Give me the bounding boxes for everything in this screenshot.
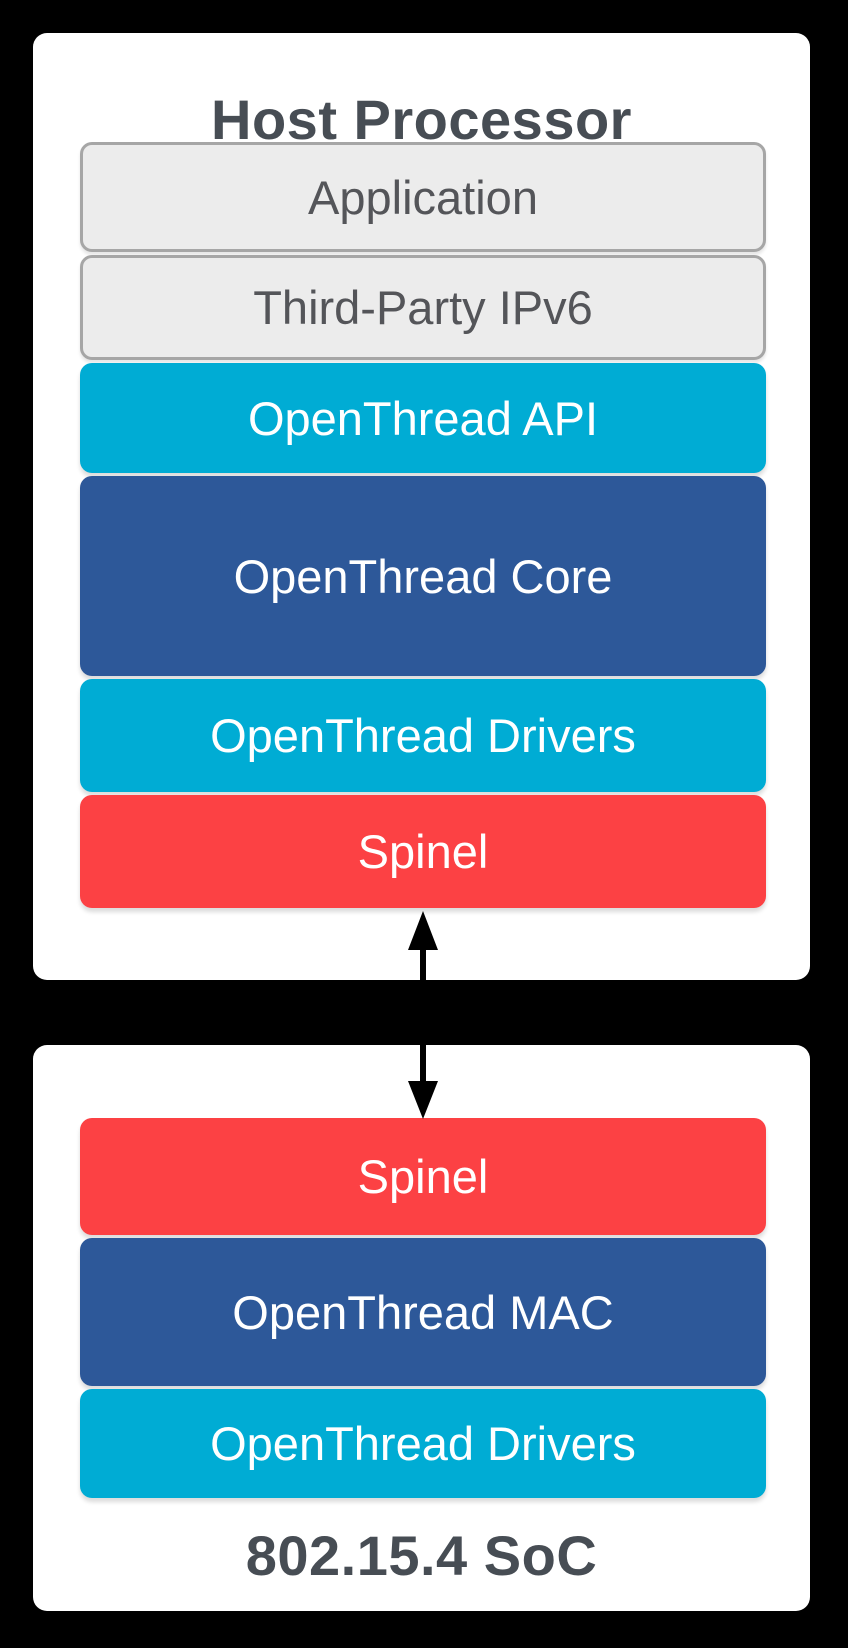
layer-third-party-ipv6: Third-Party IPv6 bbox=[80, 255, 766, 360]
spinel-link-arrow bbox=[408, 911, 438, 1119]
layer-spinel-host-label: Spinel bbox=[357, 825, 489, 878]
layer-spinel-host: Spinel bbox=[80, 795, 766, 908]
layer-spinel-soc-label: Spinel bbox=[357, 1150, 489, 1203]
host-processor-title: Host Processor bbox=[211, 88, 632, 151]
layer-openthread-drivers-host: OpenThread Drivers bbox=[80, 679, 766, 792]
layer-openthread-drivers-host-label: OpenThread Drivers bbox=[210, 709, 636, 762]
soc-panel: Spinel OpenThread MAC OpenThread Drivers… bbox=[33, 1045, 810, 1611]
layer-openthread-api-label: OpenThread API bbox=[247, 391, 599, 445]
layer-openthread-core: OpenThread Core bbox=[80, 476, 766, 676]
soc-title: 802.15.4 SoC bbox=[245, 1524, 598, 1587]
soc-layer-stack: Spinel OpenThread MAC OpenThread Drivers bbox=[80, 1118, 766, 1498]
layer-openthread-drivers-soc-label: OpenThread Drivers bbox=[210, 1417, 636, 1470]
layer-openthread-core-label: OpenThread Core bbox=[233, 549, 613, 603]
host-layer-stack: Application Third-Party IPv6 OpenThread … bbox=[80, 142, 766, 908]
host-processor-panel: Host Processor Application Third-Party I… bbox=[33, 33, 810, 980]
layer-openthread-drivers-soc: OpenThread Drivers bbox=[80, 1389, 766, 1498]
layer-openthread-api: OpenThread API bbox=[80, 363, 766, 473]
spinel-link-arrow-shape bbox=[408, 911, 438, 1119]
layer-openthread-mac: OpenThread MAC bbox=[80, 1238, 766, 1386]
layer-spinel-soc: Spinel bbox=[80, 1118, 766, 1235]
layer-application: Application bbox=[80, 142, 766, 252]
layer-openthread-mac-label: OpenThread MAC bbox=[232, 1285, 614, 1339]
layer-third-party-ipv6-label: Third-Party IPv6 bbox=[253, 281, 593, 334]
layer-application-label: Application bbox=[308, 170, 538, 224]
